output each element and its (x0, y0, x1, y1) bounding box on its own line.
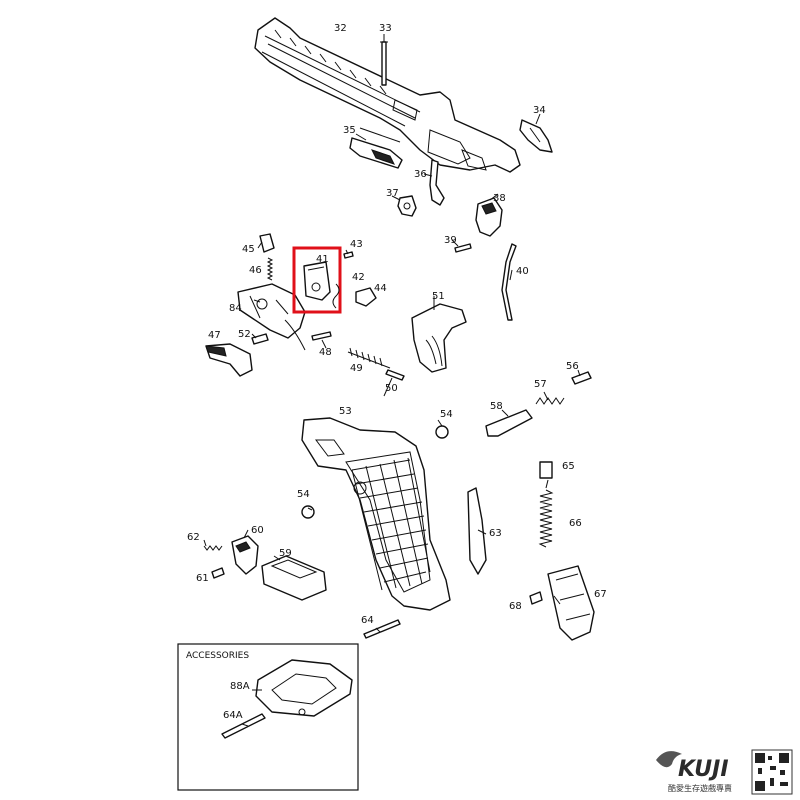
spring-66-part (538, 489, 554, 548)
extractor-part (429, 159, 445, 206)
brand-subtitle: 酷愛生存遊戲專賣 (668, 783, 732, 793)
label-57: 57 (534, 379, 547, 390)
label-33: 33 (379, 23, 392, 34)
label-54-upper: 54 (440, 409, 453, 420)
pin-39-part (454, 243, 472, 253)
magwell-59-part (261, 555, 327, 601)
label-32: 32 (334, 23, 347, 34)
pin-50-part (385, 369, 405, 381)
label-62: 62 (187, 532, 200, 543)
label-54-lower: 54 (297, 489, 310, 500)
label-47: 47 (208, 330, 221, 341)
label-60: 60 (251, 525, 264, 536)
pin-52-part (251, 333, 269, 345)
label-48: 48 (319, 347, 332, 358)
label-38: 38 (493, 193, 506, 204)
label-36: 36 (414, 169, 427, 180)
label-64: 64 (361, 615, 374, 626)
label-88a: 88A (230, 681, 250, 692)
accessories-title: ACCESSORIES (186, 651, 249, 661)
brand-swirl-icon (656, 751, 682, 768)
magazine-release-58-part (485, 409, 533, 437)
barrel-part (349, 127, 403, 169)
part-41-disconnector (303, 261, 331, 301)
pin-68-part (529, 591, 543, 605)
label-49: 49 (350, 363, 363, 374)
spring-63-part (467, 487, 487, 575)
magwell-88a-part (255, 659, 353, 717)
label-59: 59 (279, 548, 292, 559)
label-43: 43 (350, 239, 363, 250)
mag-catch-60-part (231, 535, 259, 575)
spring-46-part (266, 257, 274, 281)
part-44 (355, 287, 377, 307)
label-53: 53 (339, 406, 352, 417)
label-50: 50 (385, 383, 398, 394)
label-40: 40 (516, 266, 529, 277)
label-56: 56 (566, 361, 579, 372)
frame-53-part (301, 417, 451, 611)
spring-42-part (332, 283, 340, 309)
spring-49-part (347, 347, 391, 369)
slide-part (254, 17, 521, 173)
label-65: 65 (562, 461, 575, 472)
spring-57-part (535, 397, 565, 405)
label-45: 45 (242, 244, 255, 255)
accessories-box (177, 643, 359, 791)
label-84: 84 (229, 303, 242, 314)
label-46: 46 (249, 265, 262, 276)
label-52: 52 (238, 329, 251, 340)
screw-43-part (343, 251, 354, 259)
label-63: 63 (489, 528, 502, 539)
screw-54b-part (301, 505, 315, 519)
label-51: 51 (432, 291, 445, 302)
label-34: 34 (533, 105, 546, 116)
pin-64a-part (221, 713, 266, 739)
screw-61-part (211, 567, 225, 579)
label-35: 35 (343, 125, 356, 136)
hammer-part (475, 197, 503, 237)
rear-sight-part (519, 119, 553, 153)
firing-pin-stop-part (397, 195, 417, 217)
label-67: 67 (594, 589, 607, 600)
label-41: 41 (316, 254, 329, 265)
pin-56-part (571, 371, 592, 385)
pin-48-part (311, 331, 332, 341)
label-64a: 64A (223, 710, 243, 721)
leader-lines (203, 34, 581, 727)
mainspring-40-part (501, 243, 517, 321)
brand-wordmark: KUJI (678, 757, 729, 782)
plunger-45-part (259, 233, 275, 253)
label-58: 58 (490, 401, 503, 412)
label-39: 39 (444, 235, 457, 246)
label-37: 37 (386, 188, 399, 199)
label-61: 61 (196, 573, 209, 584)
brand-logo: KUJI 酷愛生存遊戲專賣 (656, 751, 732, 793)
screw-65-part (539, 461, 553, 479)
pin-64-part (363, 619, 401, 639)
housing-67-part (547, 565, 595, 641)
screw-54a-part (435, 425, 449, 439)
spring-62-part (203, 545, 223, 551)
thumb-safety-47-part (205, 343, 253, 377)
label-66: 66 (569, 518, 582, 529)
highlight-box (292, 246, 342, 314)
grip-safety-51-part (411, 303, 467, 373)
qr-code-icon (751, 749, 793, 795)
sear-housing-part (237, 283, 306, 351)
label-44: 44 (374, 283, 387, 294)
label-42: 42 (352, 272, 365, 283)
label-68: 68 (509, 601, 522, 612)
